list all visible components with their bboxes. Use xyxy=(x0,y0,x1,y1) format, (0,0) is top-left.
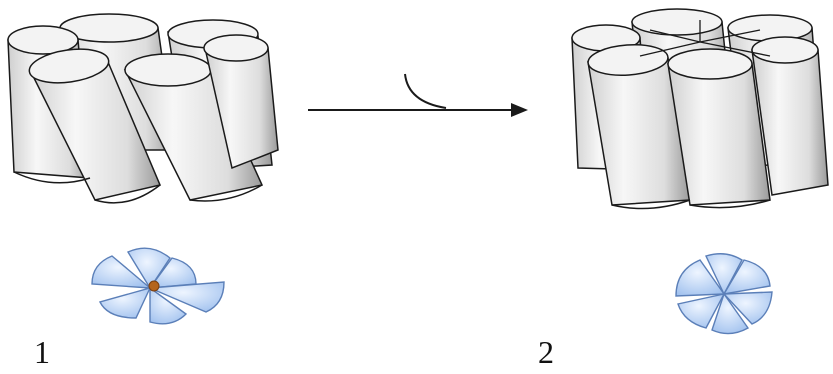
open-channel-bundle xyxy=(571,8,829,210)
helix-cylinder xyxy=(667,48,771,206)
helix-cylinder xyxy=(28,48,162,201)
transition-arrow-icon xyxy=(308,73,528,117)
helix-cylinder xyxy=(203,34,279,170)
open-channel-icon xyxy=(675,253,773,335)
helix-cylinder xyxy=(751,36,829,196)
closed-channel-icon xyxy=(91,247,225,325)
helix-cylinder xyxy=(123,53,264,201)
closed-channel-bundle xyxy=(7,13,279,204)
helix-cylinder xyxy=(587,44,691,206)
state-label-2: 2 xyxy=(538,334,554,370)
pore-center-mark xyxy=(148,280,160,292)
state-label-1: 1 xyxy=(34,334,50,370)
